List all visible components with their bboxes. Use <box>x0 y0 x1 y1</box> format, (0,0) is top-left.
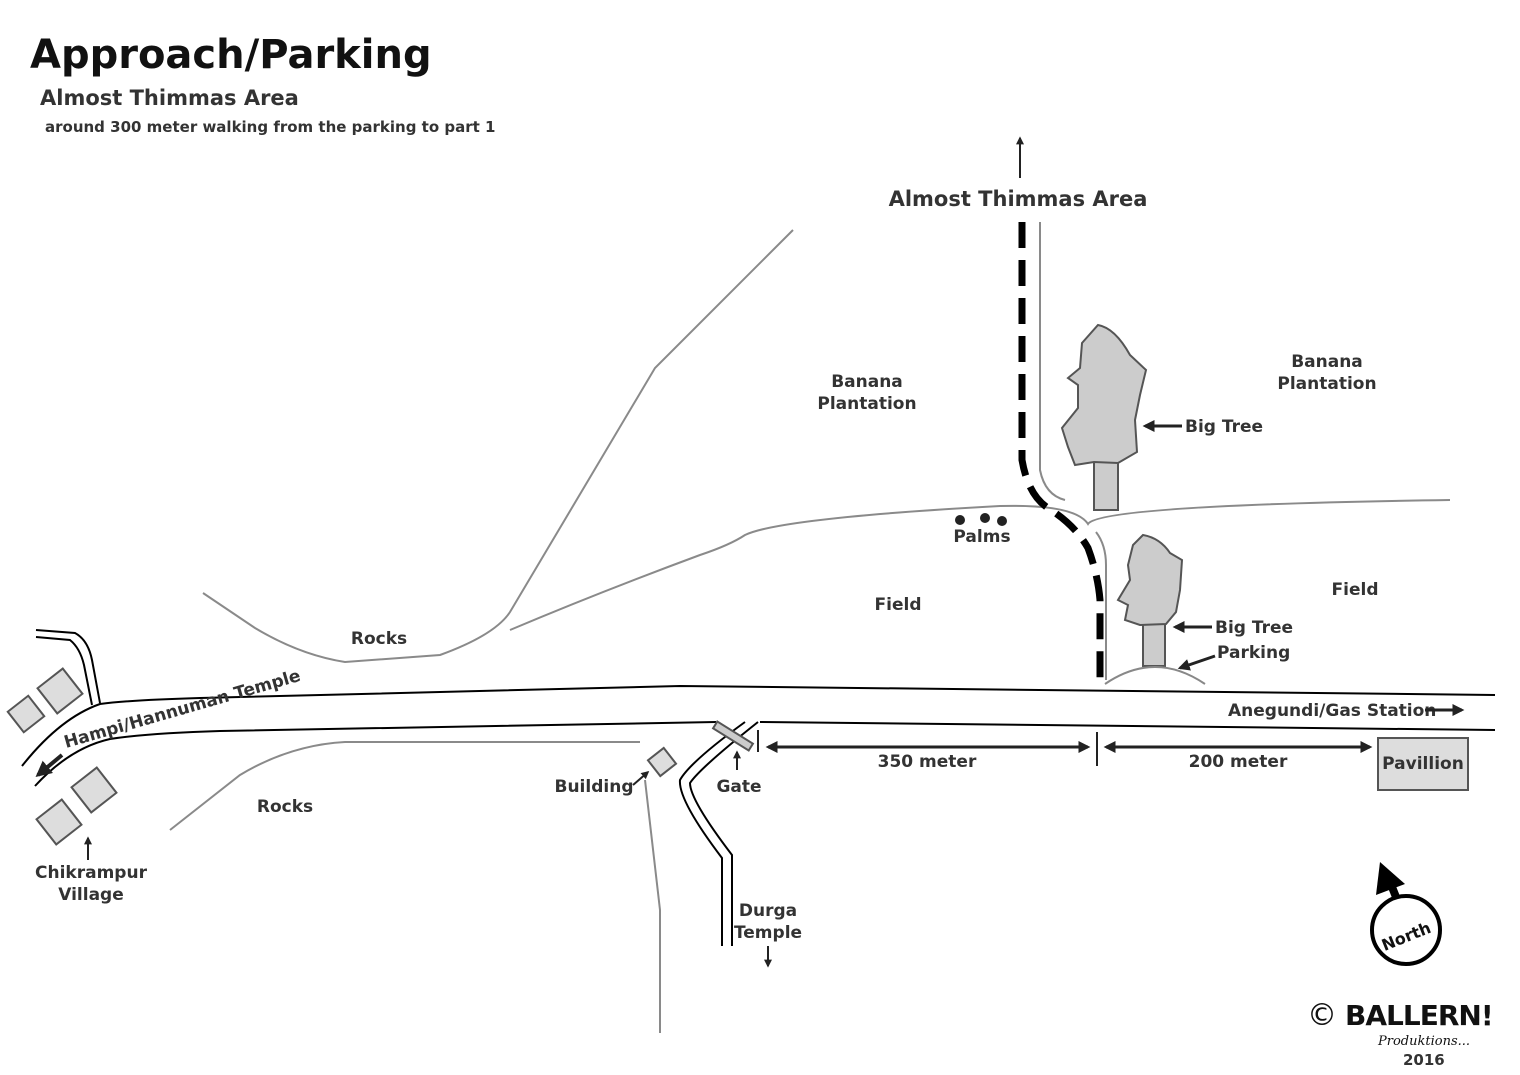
main-road-north-edge <box>21 684 1496 767</box>
logo-tagline: Produktions... <box>1377 1034 1470 1049</box>
logo-brand: BALLERN! <box>1345 999 1493 1032</box>
main-road-south-edge-east <box>759 721 1496 731</box>
gate-icon <box>711 720 755 752</box>
north-arrow-icon <box>1376 862 1405 895</box>
palm-icon <box>955 515 965 525</box>
building-path <box>644 779 661 1033</box>
rocks-label-upper: Rocks <box>351 629 407 649</box>
side-road-edge-1 <box>35 629 101 704</box>
gate-label: Gate <box>716 777 761 797</box>
durga-label-2: Temple <box>734 923 802 943</box>
pavillion-label: Pavillion <box>1382 754 1464 774</box>
copyright-symbol: © <box>1307 998 1337 1033</box>
tree-trunk <box>1142 621 1166 667</box>
rocks-label-lower: Rocks <box>257 797 313 817</box>
building-icon <box>646 746 678 778</box>
walking-trail <box>1018 222 1104 680</box>
west-direction-arrow <box>35 753 64 778</box>
side-road-edge-2 <box>35 636 93 706</box>
ballern-logo: © BALLERN! Produktions... 2016 <box>1307 998 1494 1069</box>
house-icon <box>36 667 84 715</box>
compass-circle <box>1370 894 1442 966</box>
page-description: around 300 meter walking from the parkin… <box>45 118 495 136</box>
parking-area <box>1104 666 1206 685</box>
banana-label-left-2: Plantation <box>817 394 916 414</box>
banana-label-right-2: Plantation <box>1277 374 1376 394</box>
parking-pointer <box>1177 654 1216 671</box>
big-tree-icon <box>1060 323 1148 467</box>
gray-trail-south <box>1095 531 1107 680</box>
tree-trunk <box>1093 461 1119 511</box>
big-tree-icon <box>1116 533 1184 627</box>
house-icon <box>70 766 118 814</box>
page-title: Approach/Parking <box>30 32 432 78</box>
field-label-left: Field <box>875 595 922 615</box>
building-pointer <box>632 770 650 786</box>
pavillion-building <box>1377 737 1469 791</box>
durga-label-1: Durga <box>739 901 797 921</box>
banana-label-left-1: Banana <box>831 372 903 392</box>
gray-trail-north <box>1039 222 1066 501</box>
logo-year: 2016 <box>1403 1051 1445 1069</box>
main-road-south-edge-west <box>34 721 717 787</box>
destination-label: Almost Thimmas Area <box>889 187 1148 211</box>
big-tree-label-2: Big Tree <box>1215 618 1293 638</box>
banana-label-right-1: Banana <box>1291 352 1363 372</box>
durga-road-edge-2 <box>688 721 759 946</box>
durga-road-edge-1 <box>678 721 746 946</box>
house-icon <box>6 694 46 734</box>
road-label-west: Hampi/Hannuman Temple <box>62 666 303 753</box>
palm-icon <box>980 513 990 523</box>
page-subtitle: Almost Thimmas Area <box>40 86 299 110</box>
building-label: Building <box>555 777 634 797</box>
big-tree-label-1: Big Tree <box>1185 417 1263 437</box>
rocks-boundary-upper <box>202 229 794 664</box>
field-boundary <box>509 499 1451 631</box>
distance-label-200: 200 meter <box>1189 752 1288 772</box>
palms-label: Palms <box>953 527 1010 547</box>
field-label-right: Field <box>1332 580 1379 600</box>
village-label-2: Village <box>58 885 124 905</box>
palm-icon <box>997 516 1007 526</box>
rocks-boundary-lower <box>169 741 640 831</box>
parking-label: Parking <box>1217 643 1290 663</box>
village-label-1: Chikrampur <box>35 863 148 883</box>
north-compass: North <box>1370 862 1442 966</box>
road-label-east: Anegundi/Gas Station <box>1228 701 1436 721</box>
house-icon <box>35 798 83 846</box>
distance-label-350: 350 meter <box>878 752 977 772</box>
